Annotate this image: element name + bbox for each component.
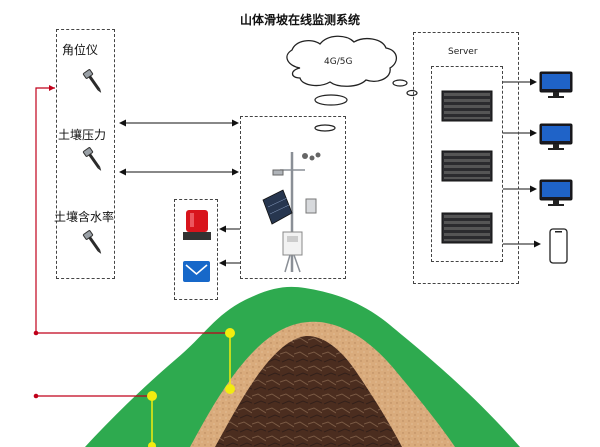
cloud-icon <box>286 35 418 132</box>
weather-station-icon <box>262 152 321 273</box>
diagram-title: 山体滑坡在线监测系统 <box>239 13 360 27</box>
monitor-icon <box>539 123 573 150</box>
server-rack-icon <box>441 90 493 122</box>
monitor-icon <box>539 71 573 98</box>
server-rack-icon <box>441 212 493 244</box>
sensor-box <box>56 29 115 279</box>
probe-dot-1 <box>225 328 235 338</box>
probe-dot-2 <box>225 384 235 394</box>
moisture-sensor-icon <box>82 230 102 254</box>
probe-dot-3 <box>147 391 157 401</box>
probe-dot-4 <box>148 442 156 447</box>
mountain-rock-core <box>215 335 402 447</box>
alarm-box <box>174 199 218 300</box>
server-rack-icon <box>441 150 493 182</box>
angle-sensor-icon <box>82 69 102 93</box>
alarm-light-icon <box>183 210 211 240</box>
sensor-label-soil-pressure: 土壤压力 <box>58 128 107 142</box>
sensor-label-soil-moisture: 土壤含水率 <box>54 210 115 224</box>
monitor-icon <box>539 179 573 206</box>
server-inner-box <box>431 66 503 262</box>
pressure-sensor-icon <box>82 147 102 171</box>
sensor-wire-upper <box>35 87 230 334</box>
network-label: 4G/5G <box>324 57 353 67</box>
server-box <box>413 32 519 284</box>
server-label: Server <box>448 47 478 57</box>
phone-icon <box>549 228 568 264</box>
mail-icon <box>183 261 210 282</box>
sensor-label-angle: 角位仪 <box>62 43 99 57</box>
station-box <box>240 116 346 279</box>
